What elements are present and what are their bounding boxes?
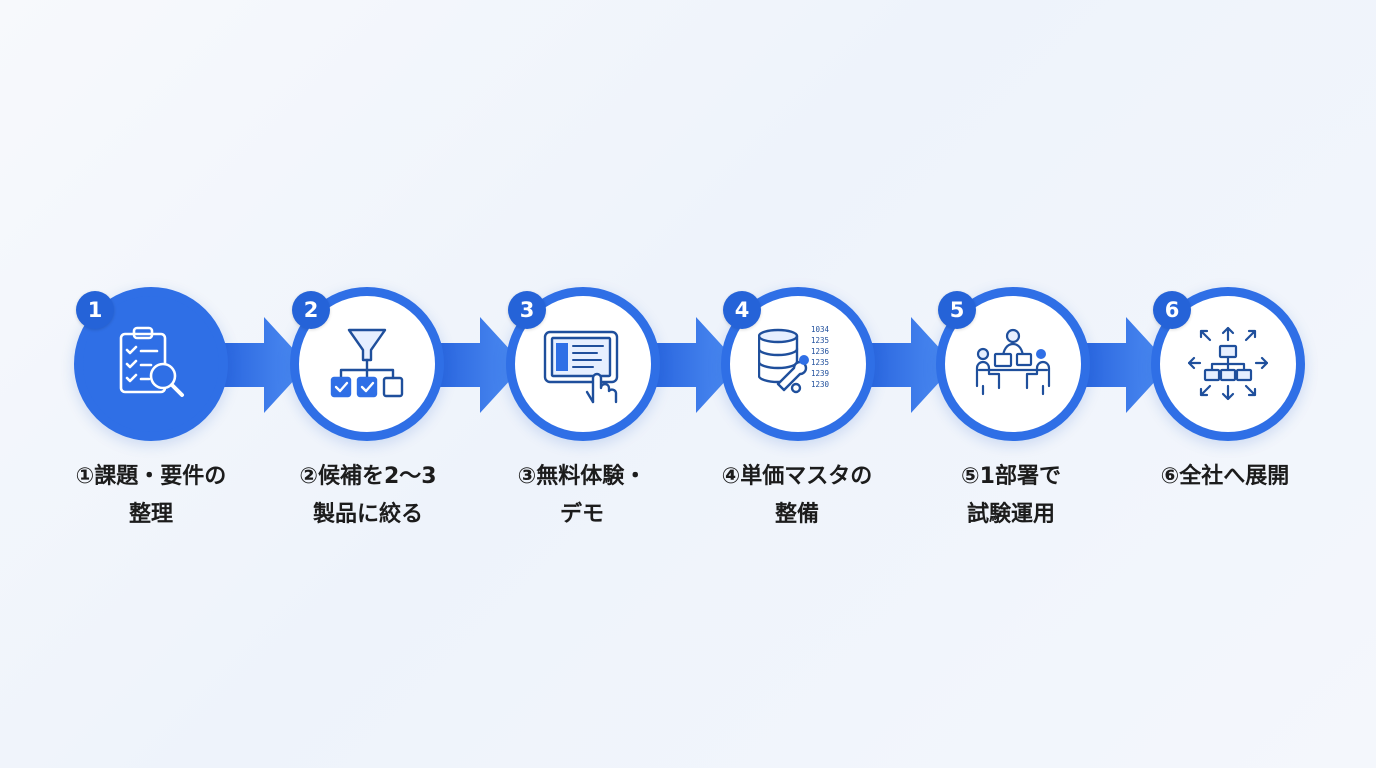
step-2-label: ②候補を2〜3 製品に絞る [253,458,483,534]
step-2: 2 [290,287,444,441]
step-label-line-2: デモ [559,502,604,527]
step-1-label: ①課題・要件の 整理 [36,458,266,534]
database-tools-icon: 1034 1235 1236 1235 1239 1230 [758,325,830,394]
step-label-line-2: 製品に絞る [312,502,423,527]
step-label-line-1: ⑥全社へ展開 [1160,464,1290,489]
db-number-4: 1235 [811,358,829,367]
step-label-line-1: ④単価マスタの [721,464,873,489]
team-meeting-icon [975,328,1051,396]
step-number-badge: 4 [723,291,761,329]
connector-arrow-5 [1084,317,1170,413]
step-label-line-1: ②候補を2〜3 [299,464,437,489]
step-3-label: ③無料体験・ デモ [467,458,697,534]
step-4-label: ④単価マスタの 整備 [682,458,912,534]
funnel-filter-icon [330,328,404,398]
connector-arrow-2 [438,317,524,413]
step-number-badge: 2 [292,291,330,329]
step-label-line-2: 整理 [128,502,173,527]
step-5: 5 [936,287,1090,441]
hierarchy-expand-icon [1188,326,1268,401]
tablet-touch-icon [543,330,619,404]
step-3: 3 [506,287,660,441]
step-label-line-1: ①課題・要件の [75,464,227,489]
step-5-label: ⑤1部署で 試験運用 [896,458,1126,534]
connector-arrow-3 [654,317,740,413]
step-number-badge: 5 [938,291,976,329]
step-number-badge: 1 [76,291,114,329]
connector-arrow-1 [222,317,308,413]
checklist-magnifier-icon [119,326,184,397]
step-label-line-1: ⑤1部署で [961,464,1061,489]
db-number-2: 1235 [811,336,829,345]
connector-arrow-4 [869,317,955,413]
db-number-6: 1230 [811,380,830,389]
db-number-3: 1236 [811,347,830,356]
step-6-label: ⑥全社へ展開 [1110,458,1340,496]
db-number-5: 1239 [811,369,829,378]
step-label-line-1: ③無料体験・ [517,464,647,489]
step-6: 6 [1151,287,1305,441]
step-4: 1034 1235 1236 1235 1239 1230 4 [721,287,875,441]
step-label-line-2: 試験運用 [966,502,1055,527]
db-number-1: 1034 [811,325,830,334]
step-1: 1 [74,287,228,441]
step-number-badge: 6 [1153,291,1191,329]
step-number-badge: 3 [508,291,546,329]
step-label-line-2: 整備 [774,502,819,527]
